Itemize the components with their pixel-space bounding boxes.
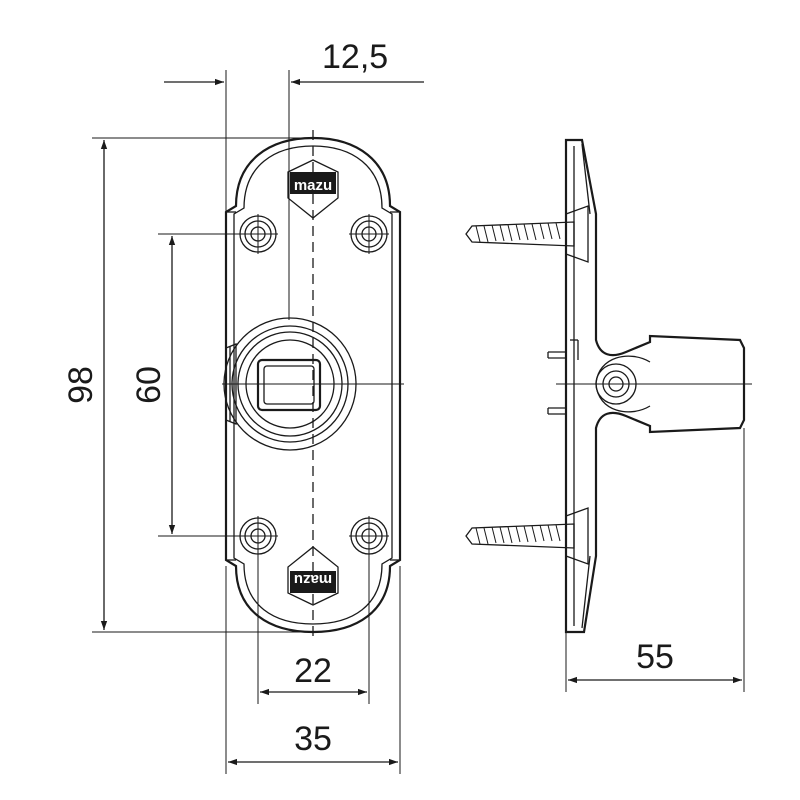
side-base-plate	[564, 138, 746, 634]
stud-bottom	[547, 407, 566, 415]
side-plate-edge	[581, 555, 591, 629]
dim-label-hole-spacing: 60	[130, 366, 168, 404]
dimension-height-total: 98	[62, 137, 313, 633]
dimension-offset-top: 12,5	[164, 38, 424, 320]
screw-hole-bottom-left	[238, 516, 278, 556]
side-view	[465, 138, 752, 634]
screw-hole-top-right	[349, 214, 389, 254]
front-view: mazu mazu	[222, 130, 404, 640]
plate-outline	[224, 136, 402, 634]
dim-label-offset-top: 12,5	[322, 38, 388, 76]
dim-label-depth: 55	[636, 638, 674, 676]
wood-screw-top	[465, 205, 589, 263]
dim-label-height-total: 98	[62, 366, 100, 404]
dimension-plate-width: 35	[225, 566, 401, 774]
dimension-hole-width: 22	[257, 556, 370, 704]
dimension-hole-spacing: 60	[130, 233, 240, 537]
screw-hole-top-left	[238, 214, 278, 254]
dim-label-hole-width: 22	[294, 652, 332, 690]
logo-top: mazu	[287, 159, 339, 219]
dimension-depth: 55	[565, 428, 745, 692]
wood-screw-bottom	[465, 507, 589, 565]
hinge-pin	[595, 355, 651, 413]
central-socket	[223, 317, 357, 451]
plate-inner-contour	[233, 145, 393, 625]
side-plate-edge	[581, 143, 591, 215]
logo-text-top: mazu	[294, 177, 332, 194]
stud-top	[547, 351, 566, 359]
screw-hole-bottom-right	[349, 516, 389, 556]
logo-bottom: mazu	[287, 546, 339, 606]
logo-text-bottom: mazu	[294, 571, 332, 588]
dim-label-plate-width: 35	[294, 720, 332, 758]
